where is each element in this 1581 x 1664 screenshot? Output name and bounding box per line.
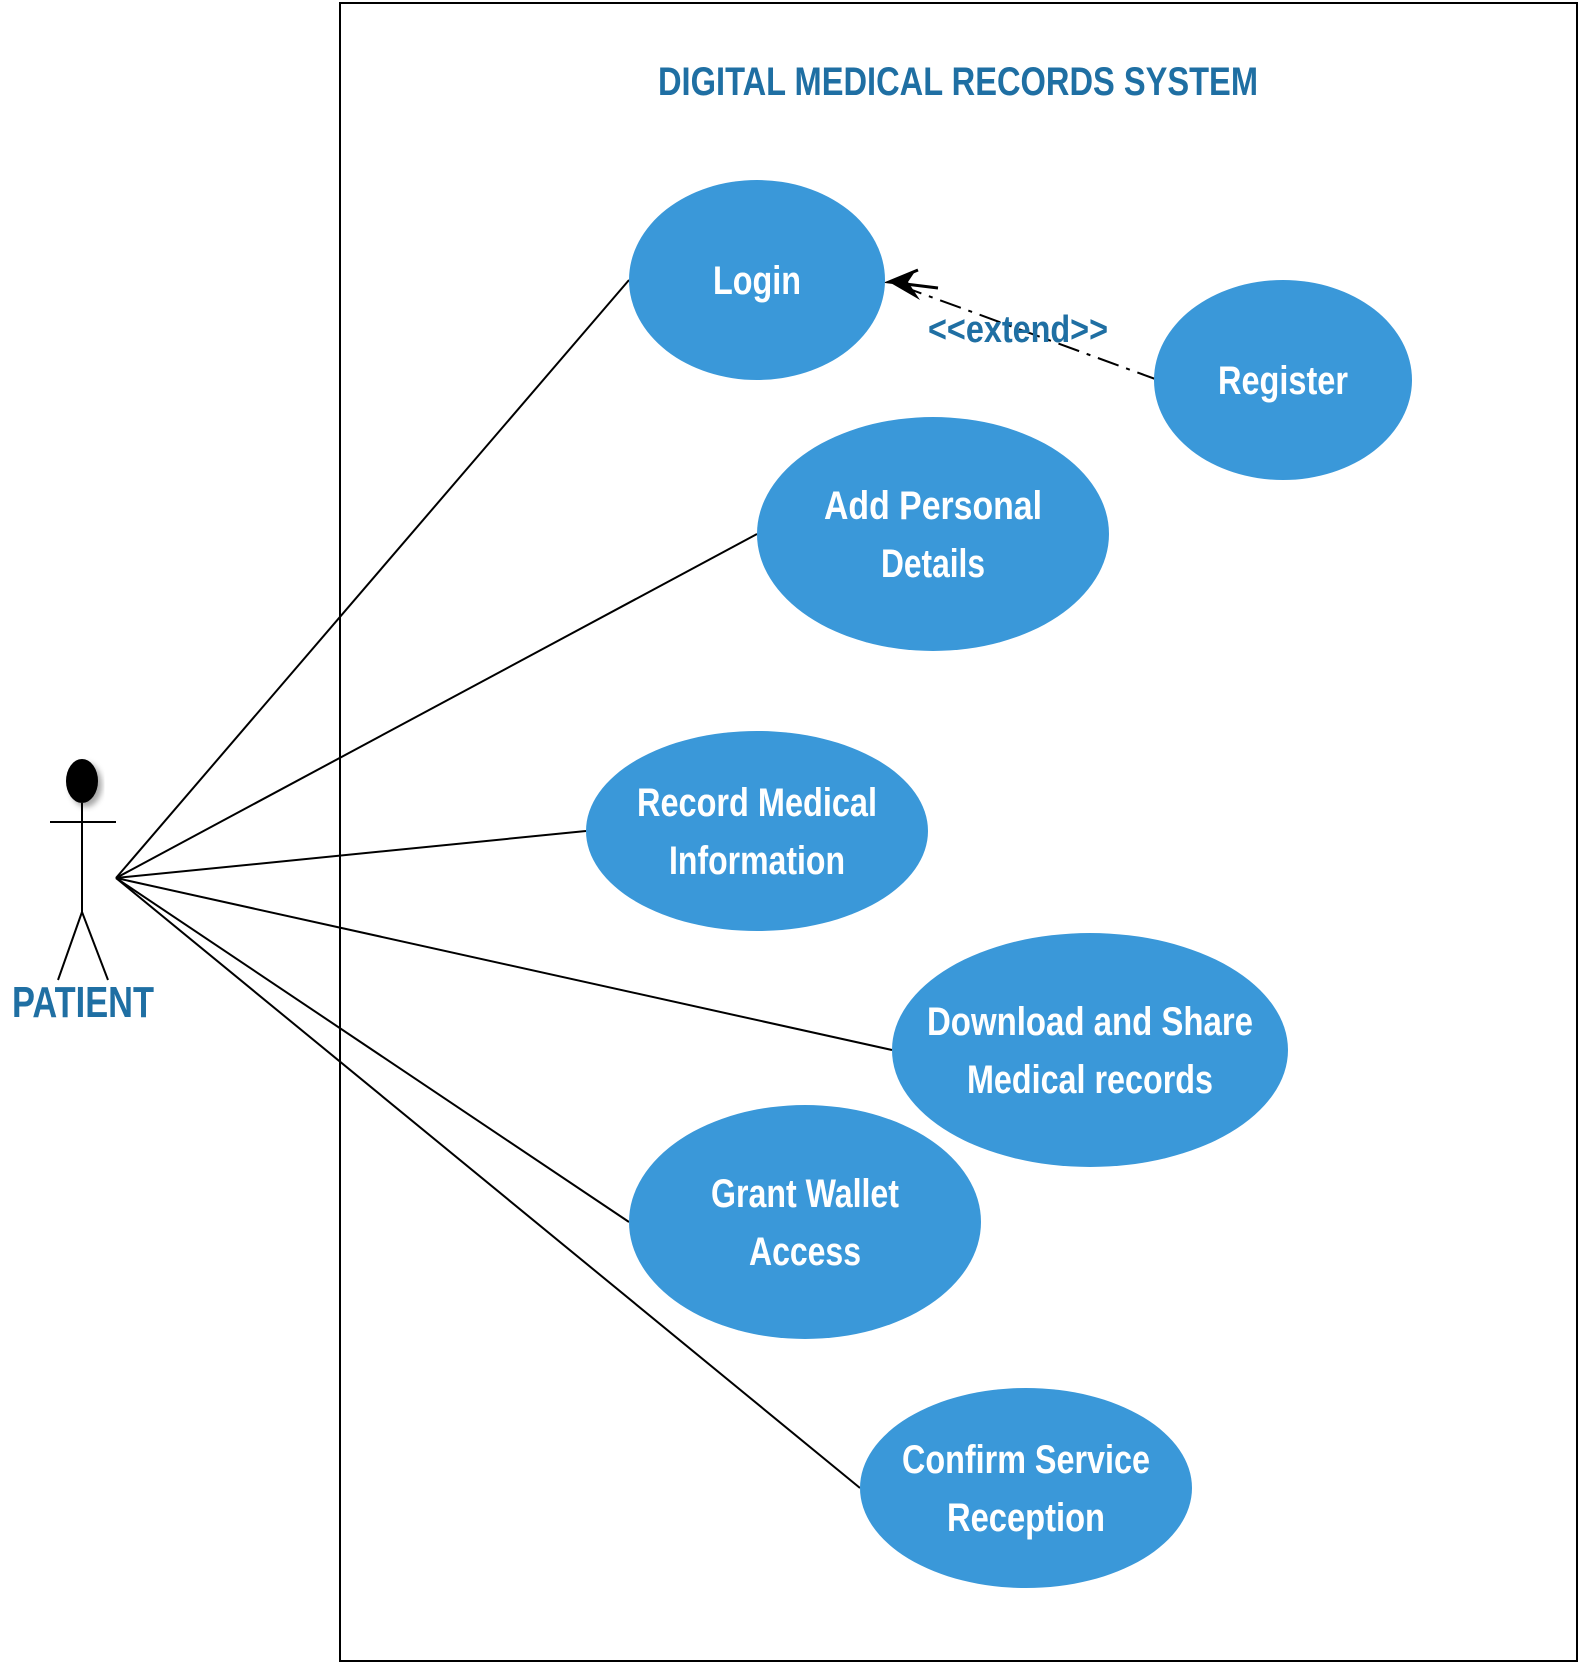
- usecase-label-line: Medical records: [967, 1058, 1213, 1102]
- usecase-register[interactable]: Register: [1154, 280, 1412, 480]
- association-confirm-service-reception: [115, 877, 861, 1489]
- actor-name: PATIENT: [12, 978, 154, 1027]
- association-download-share-records: [115, 877, 893, 1051]
- usecase-ellipse: [629, 180, 885, 380]
- usecase-label-line: Record Medical: [637, 781, 877, 825]
- usecase-label-line: Confirm Service: [902, 1438, 1150, 1482]
- extend-arrow-tip: [889, 270, 920, 300]
- association-login: [115, 279, 630, 879]
- usecase-label-line: Access: [749, 1230, 861, 1274]
- usecase-ellipse: [757, 417, 1109, 651]
- actor-right-leg: [81, 911, 109, 981]
- association-lines: [115, 279, 893, 1489]
- usecase-ellipse: [860, 1388, 1192, 1588]
- usecase-login[interactable]: Login: [629, 180, 885, 380]
- usecase-ellipse: [629, 1105, 981, 1339]
- actor-left-leg: [57, 911, 83, 981]
- association-add-personal-details: [115, 533, 758, 879]
- usecase-label-line: Reception: [947, 1496, 1105, 1540]
- usecase-ellipse: [892, 933, 1288, 1167]
- system-title: DIGITAL MEDICAL RECORDS SYSTEM: [658, 60, 1258, 104]
- usecase-label-line: Add Personal: [824, 484, 1042, 528]
- actor-head: [66, 759, 98, 803]
- extend-relation: <<extend>>: [883, 268, 1159, 381]
- usecase-ellipse: [1154, 280, 1412, 480]
- extend-line: [892, 282, 1159, 381]
- association-grant-wallet-access: [115, 877, 630, 1223]
- usecase-label-line: Login: [713, 259, 801, 303]
- usecase-label-line: Details: [881, 542, 985, 586]
- actor-patient[interactable]: PATIENT: [12, 759, 154, 1027]
- system-boundary: [339, 2, 1578, 1662]
- association-record-medical-information: [115, 830, 587, 879]
- usecase-label-line: Grant Wallet: [711, 1172, 899, 1216]
- usecase-label-line: Information: [669, 839, 845, 883]
- usecase-label-line: Download and Share: [927, 1000, 1253, 1044]
- extend-label: <<extend>>: [928, 309, 1108, 351]
- usecase-ellipse: [586, 731, 928, 931]
- usecase-label-line: Register: [1218, 359, 1348, 403]
